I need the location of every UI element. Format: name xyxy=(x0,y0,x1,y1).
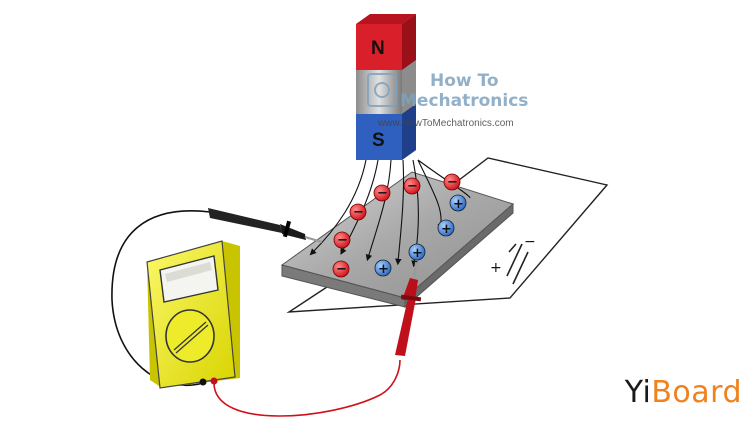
brand-logo: YiBoard xyxy=(625,375,742,410)
svg-text:+: + xyxy=(453,197,464,212)
brand-logo-part1: Yi xyxy=(625,375,652,410)
watermark-url: www.HowToMechatronics.com xyxy=(377,118,514,129)
watermark-line1: How To xyxy=(430,71,499,91)
svg-text:−: − xyxy=(407,179,418,194)
battery-plus-label: + xyxy=(490,260,502,276)
electron: − xyxy=(350,204,366,220)
electron: − xyxy=(334,232,350,248)
svg-text:+: + xyxy=(412,246,423,261)
north-pole-label: N xyxy=(371,38,385,59)
brand-logo-part2: Board xyxy=(651,375,742,410)
black-probe xyxy=(208,208,322,242)
electron: − xyxy=(444,174,460,190)
bar-magnet: N S xyxy=(356,14,416,160)
svg-text:+: + xyxy=(441,222,452,237)
svg-text:−: − xyxy=(337,233,348,248)
svg-text:−: − xyxy=(353,205,364,220)
svg-text:−: − xyxy=(447,175,458,190)
multimeter xyxy=(147,241,240,388)
positive-charge: + xyxy=(438,220,454,237)
battery-symbol xyxy=(507,244,528,284)
multimeter-com-jack xyxy=(200,379,207,386)
positive-charge: + xyxy=(450,195,466,212)
red-probe-cable xyxy=(214,360,400,416)
svg-text:+: + xyxy=(378,262,389,277)
electron: − xyxy=(333,261,349,277)
south-pole-label: S xyxy=(372,130,385,151)
battery-minus-label: − xyxy=(524,234,536,250)
positive-charge: + xyxy=(375,260,391,277)
electron: − xyxy=(404,178,420,194)
multimeter-v-jack xyxy=(211,378,218,385)
positive-charge: + xyxy=(409,244,425,261)
svg-text:−: − xyxy=(377,186,388,201)
svg-text:−: − xyxy=(336,262,347,277)
watermark-line2: Mechatronics xyxy=(400,91,528,111)
electron: − xyxy=(374,185,390,201)
